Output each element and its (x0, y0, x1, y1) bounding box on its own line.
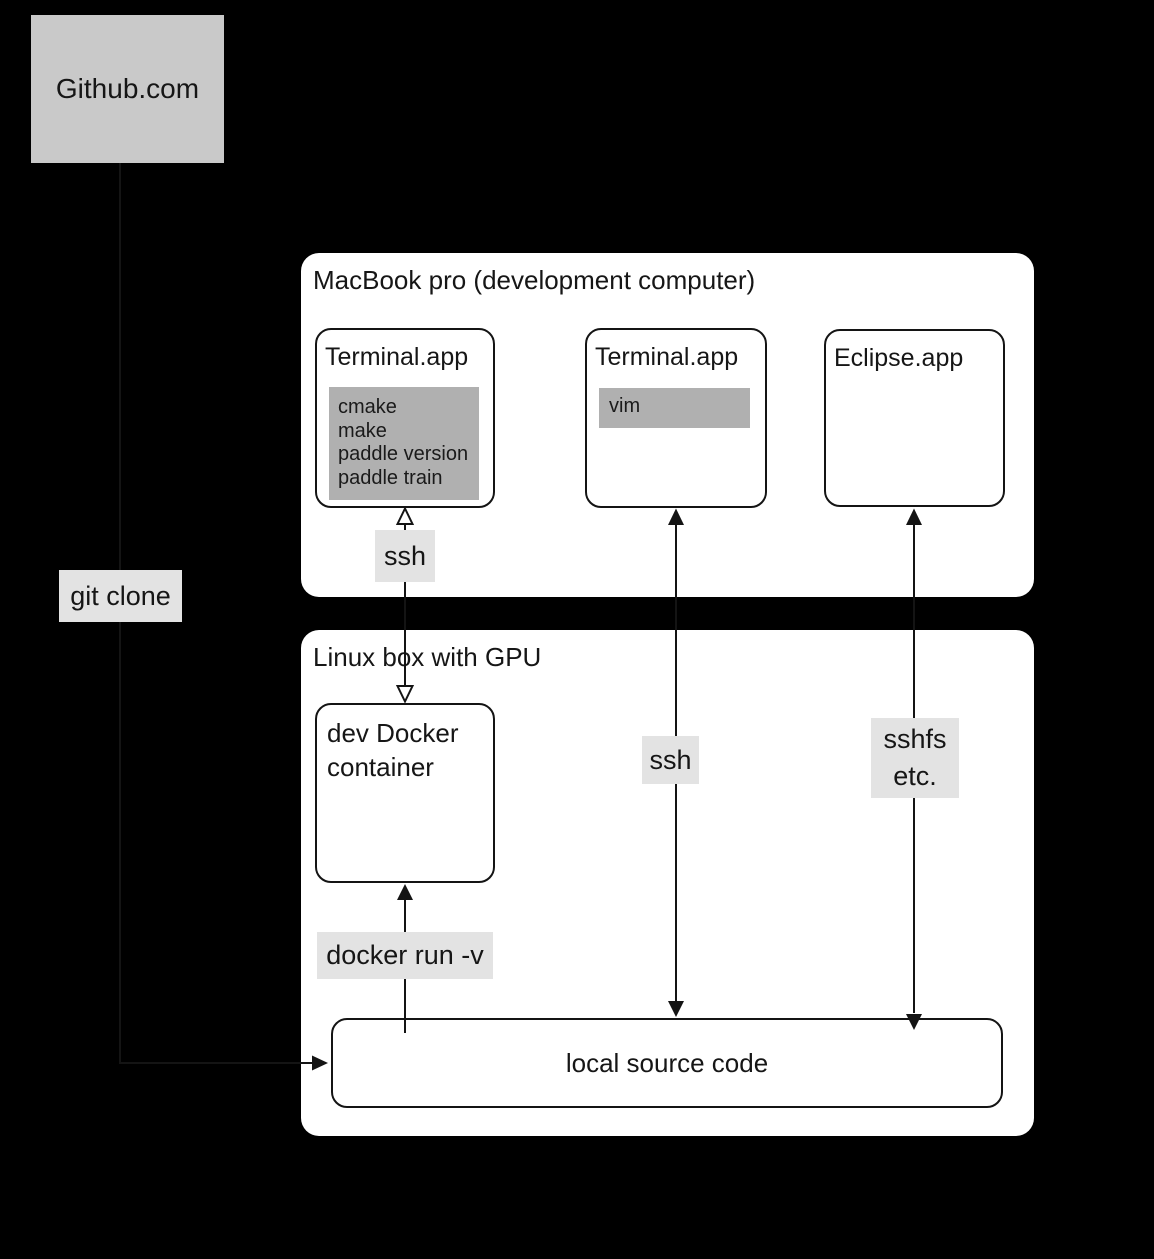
dev-docker-container-title: dev Docker container (327, 718, 459, 782)
sshfs-etc-label: sshfs etc. (871, 718, 959, 798)
macbook-panel: MacBook pro (development computer) Termi… (301, 253, 1034, 597)
linux-panel: Linux box with GPU dev Docker container … (301, 630, 1034, 1136)
terminal-build-commands: cmake make paddle version paddle train (329, 387, 479, 500)
terminal-build-box: Terminal.app cmake make paddle version p… (315, 328, 495, 508)
github-box: Github.com (31, 15, 224, 163)
linux-panel-title: Linux box with GPU (313, 642, 542, 672)
dev-docker-container-box: dev Docker container (315, 703, 495, 883)
local-source-code-box: local source code (331, 1018, 1003, 1108)
eclipse-title: Eclipse.app (834, 344, 964, 372)
macbook-panel-title: MacBook pro (development computer) (313, 265, 756, 295)
ssh-label-linux: ssh (642, 736, 699, 784)
git-clone-label: git clone (59, 570, 182, 622)
github-label: Github.com (55, 73, 200, 104)
local-source-code-label: local source code (565, 1047, 769, 1078)
terminal-vim-commands: vim (599, 388, 750, 428)
eclipse-box: Eclipse.app (824, 329, 1005, 507)
ssh-label-macbook: ssh (375, 530, 435, 582)
terminal-build-title: Terminal.app (325, 343, 469, 371)
docker-run-v-label: docker run -v (317, 932, 493, 979)
terminal-vim-title: Terminal.app (595, 343, 739, 371)
terminal-vim-box: Terminal.app vim (585, 328, 767, 508)
